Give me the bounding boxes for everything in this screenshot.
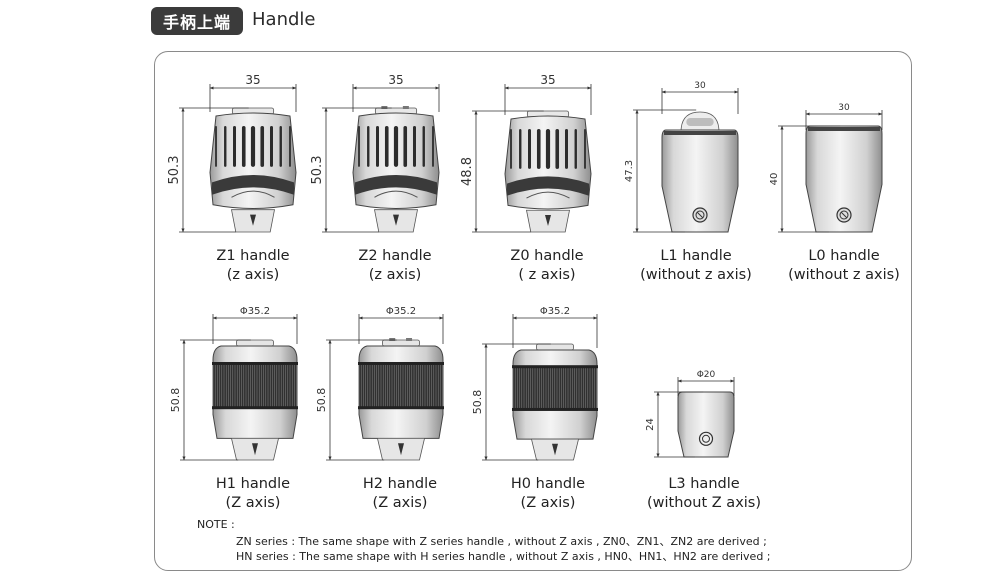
note-zn: ZN series : The same shape with Z series…	[236, 535, 767, 548]
height-dimension-label: 47.3	[624, 160, 635, 182]
l0-handle-illustration	[805, 125, 883, 233]
handle-subtitle: (Z axis)	[225, 495, 281, 511]
l1-handle-illustration	[661, 111, 739, 233]
height-dimension-label: 50.3	[167, 156, 182, 185]
width-dimension-label: 30	[694, 81, 706, 91]
note-label: NOTE :	[197, 518, 235, 531]
handle-title: L0 handle	[808, 248, 880, 264]
handle-subtitle: ( z axis)	[518, 267, 576, 283]
caption-l0: L0 handle (without z axis)	[777, 247, 911, 285]
caption-h0: H0 handle (Z axis)	[488, 475, 608, 513]
height-dimension-label: 24	[645, 418, 656, 431]
width-dimension-label: 35	[540, 73, 555, 87]
width-dimension-label: 35	[245, 73, 260, 87]
handle-title: Z2 handle	[358, 248, 432, 264]
handle-title: H0 handle	[510, 476, 586, 492]
section-title: Handle	[252, 9, 316, 30]
h0-handle-illustration	[512, 343, 598, 461]
handle-subtitle: (without z axis)	[788, 267, 900, 283]
height-dimension-label: 50.8	[315, 388, 328, 413]
handle-subtitle: (without z axis)	[640, 267, 752, 283]
handle-subtitle: (z axis)	[368, 267, 422, 283]
section-badge: 手柄上端	[151, 7, 243, 35]
width-dimension-label: Φ35.2	[240, 306, 270, 317]
width-dimension-label: Φ35.2	[540, 306, 570, 317]
caption-z0: Z0 handle ( z axis)	[487, 247, 607, 285]
note-hn: HN series : The same shape with H series…	[236, 550, 771, 563]
handle-title: H1 handle	[215, 476, 291, 492]
handles-frame	[154, 51, 912, 571]
handle-title: L3 handle	[668, 476, 740, 492]
h1-handle-illustration	[212, 339, 298, 461]
handle-title: Z1 handle	[216, 248, 290, 264]
caption-l1: L1 handle (without z axis)	[621, 247, 771, 285]
l3-handle-illustration	[677, 391, 735, 458]
caption-h1: H1 handle (Z axis)	[193, 475, 313, 513]
width-dimension-label: 35	[388, 73, 403, 87]
caption-z1: Z1 handle (z axis)	[193, 247, 313, 285]
handle-title: Z0 handle	[510, 248, 584, 264]
caption-h2: H2 handle (Z axis)	[340, 475, 460, 513]
height-dimension-label: 48.8	[460, 157, 475, 186]
width-dimension-label: Φ35.2	[386, 306, 416, 317]
height-dimension-label: 40	[769, 173, 780, 186]
z1-handle-illustration	[209, 107, 297, 233]
z2-handle-illustration	[352, 106, 440, 233]
width-dimension-label: Φ20	[697, 370, 716, 380]
handle-subtitle: (without Z axis)	[646, 495, 762, 511]
h2-handle-illustration	[358, 338, 444, 461]
handle-title: L1 handle	[660, 248, 732, 264]
caption-z2: Z2 handle (z axis)	[335, 247, 455, 285]
caption-l3: L3 handle (without Z axis)	[634, 475, 774, 513]
handle-subtitle: (Z axis)	[372, 495, 428, 511]
handle-title: H2 handle	[362, 476, 438, 492]
width-dimension-label: 30	[838, 103, 850, 113]
handle-subtitle: (Z axis)	[520, 495, 576, 511]
height-dimension-label: 50.8	[169, 388, 182, 413]
height-dimension-label: 50.3	[310, 156, 325, 185]
z0-handle-illustration	[504, 110, 592, 233]
handle-subtitle: (z axis)	[226, 267, 280, 283]
height-dimension-label: 50.8	[471, 390, 484, 415]
